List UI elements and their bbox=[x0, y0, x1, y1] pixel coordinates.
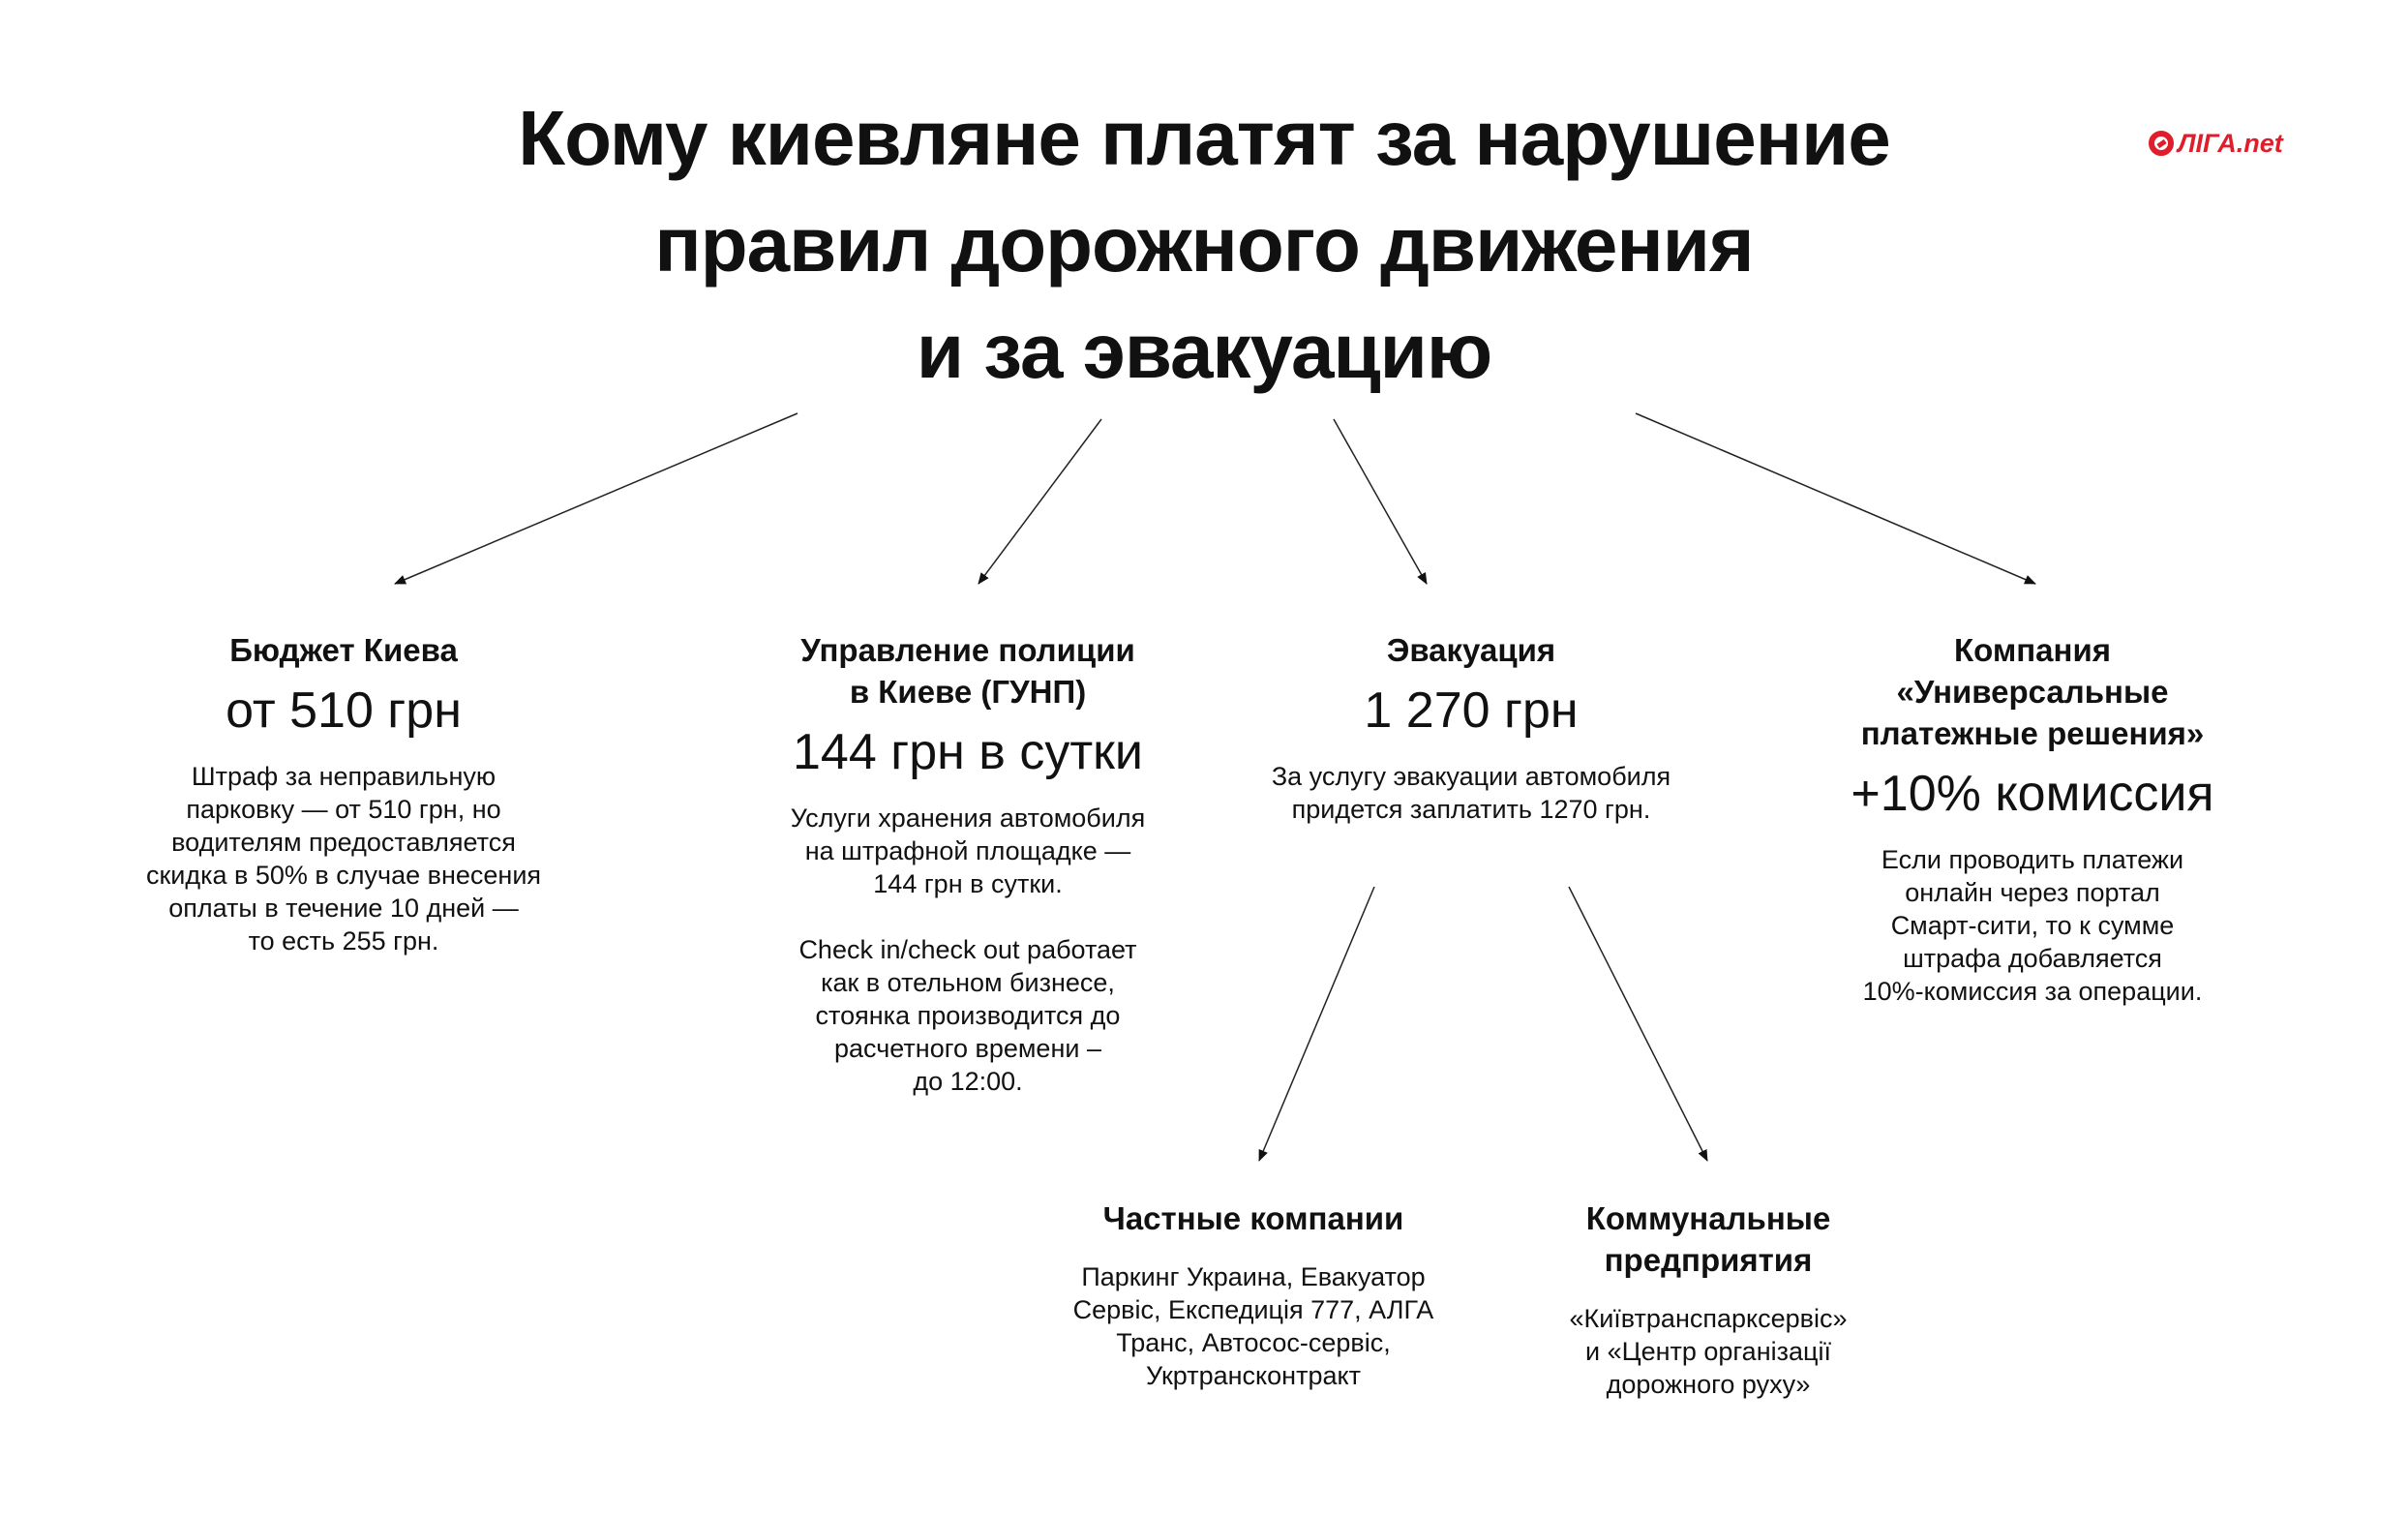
arrow-to-budget bbox=[394, 412, 798, 585]
title-line-2: правил дорожного движения bbox=[654, 201, 1754, 288]
node-budget-heading: Бюджет Киева bbox=[229, 632, 458, 668]
arrow-to-communal bbox=[1568, 886, 1708, 1162]
arrow-to-company bbox=[1635, 412, 2036, 585]
node-private-description: Паркинг Украина, Евакуатор Сервіс, Експе… bbox=[1072, 1262, 1434, 1390]
node-company-heading: Компания «Универсальные платежные решени… bbox=[1860, 632, 2205, 751]
node-evacuation-amount: 1 270 грн bbox=[1364, 682, 1579, 739]
node-company: Компания «Универсальные платежные решени… bbox=[1771, 629, 2294, 1008]
node-evacuation-heading: Эвакуация bbox=[1386, 632, 1556, 668]
page-title: Кому киевляне платят за нарушение правил… bbox=[0, 85, 2408, 405]
node-budget: Бюджет Киева от 510 грн Штраф за неправи… bbox=[106, 629, 581, 957]
node-police-amount: 144 грн в сутки bbox=[793, 724, 1143, 780]
node-private-heading: Частные компании bbox=[1102, 1200, 1404, 1236]
node-communal-heading: Коммунальные предприятия bbox=[1585, 1200, 1831, 1278]
node-communal: Коммунальные предприятия «Київтранспаркс… bbox=[1495, 1198, 1921, 1401]
node-private: Частные компании Паркинг Украина, Евакуа… bbox=[1016, 1198, 1490, 1392]
arrow-to-evacuation bbox=[1333, 418, 1428, 585]
node-budget-description: Штраф за неправильную парковку — от 510 … bbox=[145, 762, 542, 955]
node-company-description: Если проводить платежи онлайн через порт… bbox=[1862, 845, 2203, 1006]
node-company-amount: +10% комиссия bbox=[1851, 766, 2214, 822]
node-police: Управление полиции в Киеве (ГУНП) 144 гр… bbox=[697, 629, 1239, 1098]
arrow-to-police bbox=[978, 418, 1102, 585]
liga-logo-icon bbox=[2149, 131, 2174, 156]
node-police-heading: Управление полиции в Киеве (ГУНП) bbox=[800, 632, 1135, 710]
node-evacuation-description: За услугу эвакуации автомобиля придется … bbox=[1271, 762, 1671, 824]
node-communal-description: «Київтранспарксервіс» и «Центр організац… bbox=[1569, 1304, 1848, 1399]
node-police-description: Услуги хранения автомобиля на штрафной п… bbox=[790, 803, 1146, 1096]
arrow-to-private bbox=[1258, 886, 1375, 1162]
title-line-3: и за эвакуацию bbox=[916, 308, 1492, 394]
logo-text: ЛIГА.net bbox=[2178, 128, 2283, 158]
liga-net-logo[interactable]: ЛIГА.net bbox=[2149, 124, 2283, 163]
node-budget-amount: от 510 грн bbox=[226, 682, 462, 739]
title-line-1: Кому киевляне платят за нарушение bbox=[518, 95, 1890, 181]
node-evacuation: Эвакуация 1 270 грн За услугу эвакуации … bbox=[1200, 629, 1742, 826]
